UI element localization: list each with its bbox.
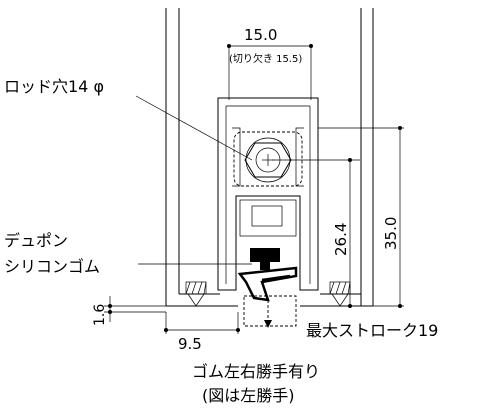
screw-right	[329, 281, 351, 307]
stroke-label: 最大ストローク19	[306, 321, 438, 340]
note-line-1: ゴム左右勝手有り	[192, 362, 320, 381]
dim-offset: 9.5	[164, 312, 240, 353]
dim-gap: 1.6	[92, 296, 166, 326]
material-label-1: デュポン	[4, 231, 68, 250]
rubber-seal	[237, 248, 298, 302]
door-channel	[165, 8, 374, 307]
dim-height-26: 26.4	[272, 158, 360, 308]
dim-offset-label: 9.5	[178, 335, 202, 353]
dim-width-top: 15.0 (切り欠き 15.5)	[227, 26, 313, 100]
rod-hole	[233, 131, 303, 187]
notch-note: (切り欠き 15.5)	[229, 52, 302, 65]
dim-gap-label: 1.6	[92, 304, 108, 326]
stroke-indicator	[243, 295, 297, 328]
rod-hole-label: ロッド穴14 φ	[4, 77, 104, 96]
dim-height-35: 35.0	[318, 126, 404, 308]
callout-stroke: 最大ストローク19	[306, 321, 438, 340]
screw-left	[185, 281, 207, 307]
dim-height-35-label: 35.0	[382, 217, 400, 250]
seal-housing	[217, 97, 319, 291]
material-label-2: シリコンゴム	[4, 257, 100, 276]
notes: ゴム左右勝手有り (図は左勝手)	[192, 362, 320, 405]
note-line-2: (図は左勝手)	[202, 386, 295, 405]
callout-rod-hole: ロッド穴14 φ	[4, 77, 253, 161]
dim-height-26-label: 26.4	[332, 223, 350, 256]
dim-width-top-label: 15.0	[244, 26, 277, 44]
callout-material: デュポン シリコンゴム	[4, 231, 252, 276]
